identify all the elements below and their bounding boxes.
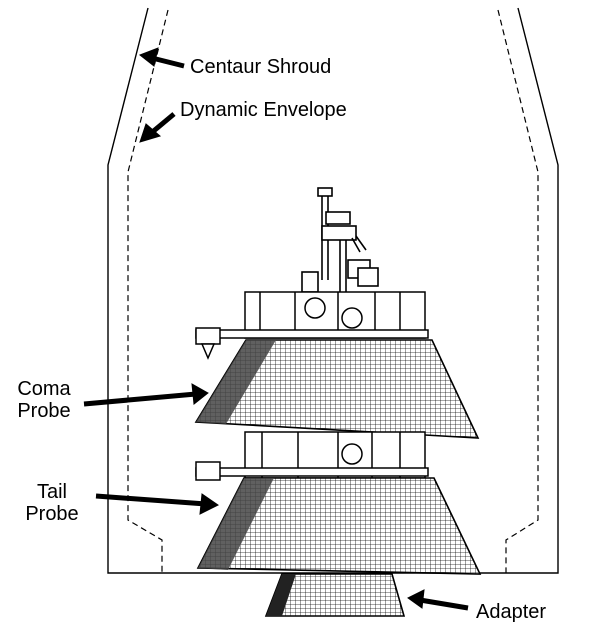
centaur-shroud-outline — [107, 7, 559, 574]
label-coma-probe: Coma Probe — [12, 378, 76, 422]
label-tail-line1: Tail — [36, 481, 67, 503]
mast-structure — [301, 187, 379, 293]
label-arrows — [83, 47, 469, 611]
label-dynamic-envelope: Dynamic Envelope — [180, 99, 347, 121]
coma-solar-cone — [194, 339, 480, 439]
tail-probe-bus — [195, 431, 429, 479]
coma-probe-bus — [195, 291, 429, 339]
label-tail-probe: Tail Probe — [20, 481, 84, 525]
tail-solar-cone — [196, 477, 482, 575]
lower-side-instrument — [195, 461, 221, 481]
coma-solar-cone-shade — [196, 340, 276, 424]
label-coma-line2: Probe — [17, 400, 71, 422]
label-centaur-shroud: Centaur Shroud — [190, 56, 332, 78]
label-coma-line1: Coma — [17, 378, 71, 400]
upper-side-instrument — [195, 327, 221, 360]
label-tail-line2: Probe — [25, 503, 79, 525]
tail-solar-cone-shade — [198, 478, 274, 570]
dynamic-envelope-outline — [127, 9, 539, 573]
adapter-shade — [266, 574, 296, 616]
label-adapter: Adapter — [476, 601, 547, 623]
